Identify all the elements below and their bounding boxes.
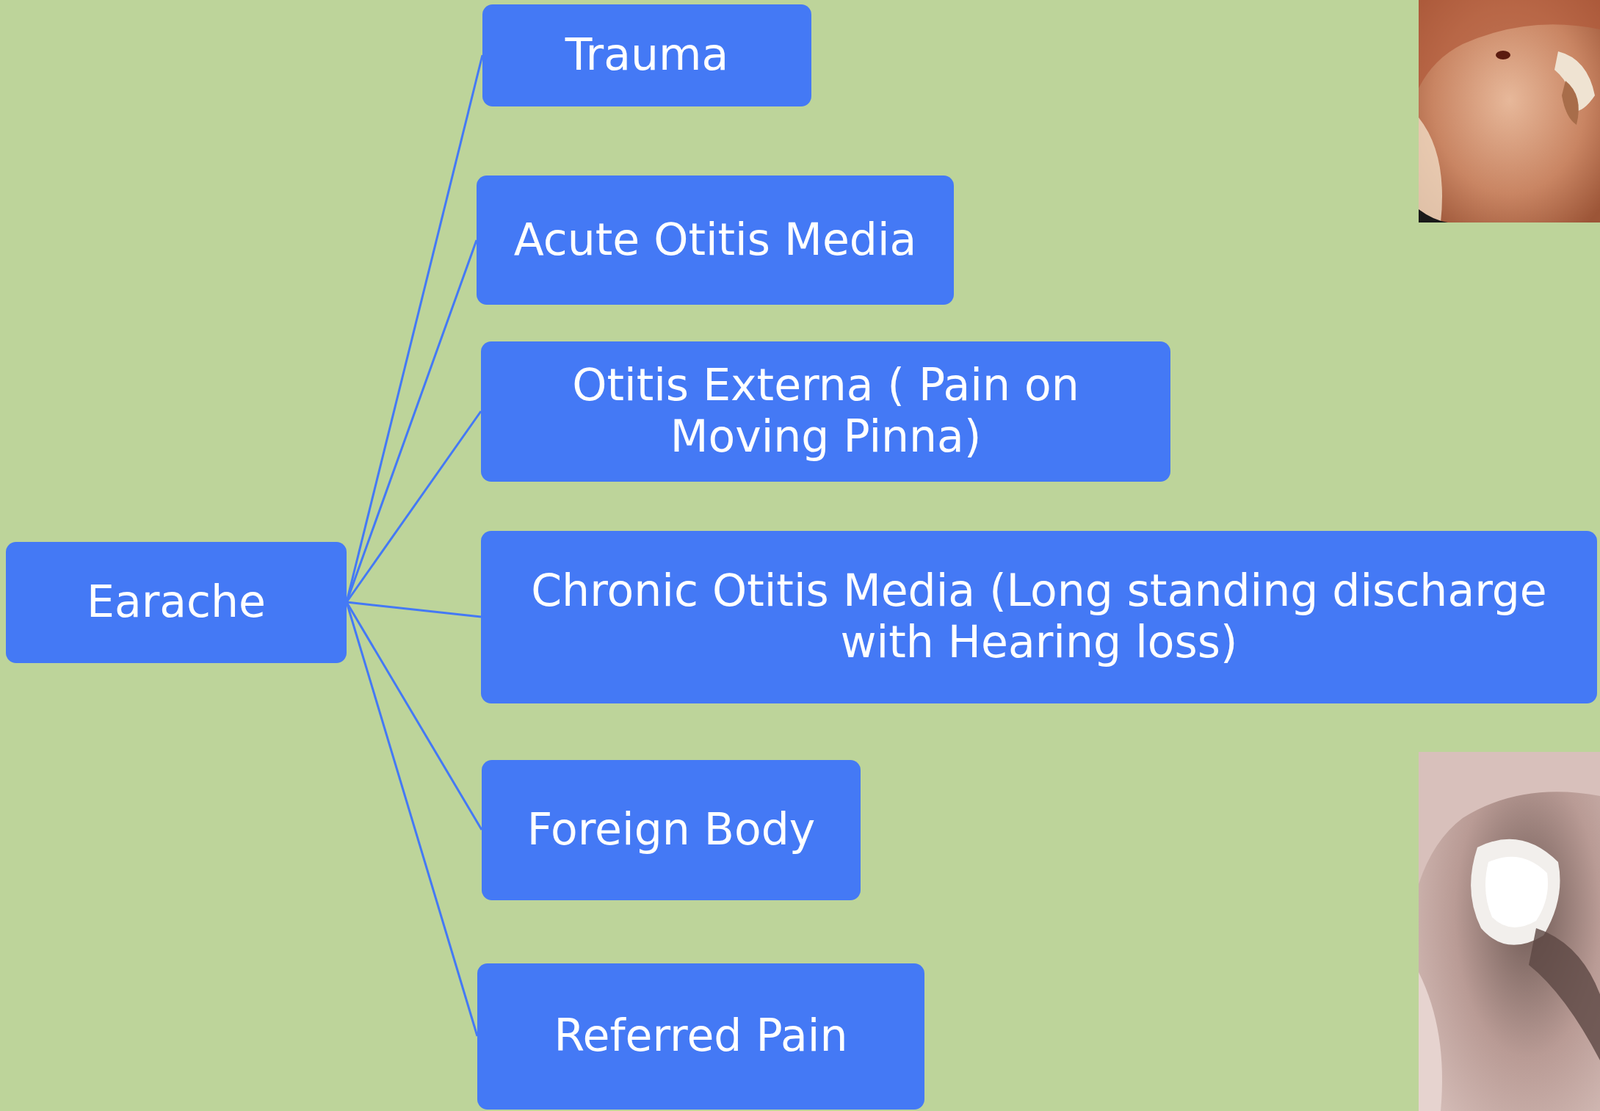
connector-line — [346, 602, 478, 1037]
cause-box: Foreign Body — [481, 759, 861, 901]
cause-box: Otitis Externa ( Pain on Moving Pinna) — [480, 341, 1171, 482]
otoscopy-photo — [1418, 0, 1600, 223]
root-box: Earache — [5, 541, 347, 664]
box-label: Earache — [86, 576, 266, 628]
connector-line — [346, 602, 482, 830]
connector-line — [346, 411, 481, 603]
connector-line — [346, 240, 477, 603]
box-label: Foreign Body — [527, 804, 816, 856]
box-label: Otitis Externa ( Pain on Moving Pinna) — [497, 359, 1155, 462]
cause-box: Trauma — [482, 4, 812, 107]
connector-line — [346, 602, 481, 617]
box-label: Referred Pain — [554, 1010, 849, 1062]
connector-line — [346, 55, 483, 603]
box-label: Acute Otitis Media — [513, 214, 918, 266]
cause-box: Referred Pain — [477, 963, 925, 1110]
box-label: Chronic Otitis Media (Long standing disc… — [497, 565, 1581, 668]
otoscopy-photo — [1418, 751, 1600, 1111]
box-label: Trauma — [565, 29, 730, 81]
cause-box: Acute Otitis Media — [476, 175, 954, 305]
cause-box: Chronic Otitis Media (Long standing disc… — [480, 530, 1598, 704]
